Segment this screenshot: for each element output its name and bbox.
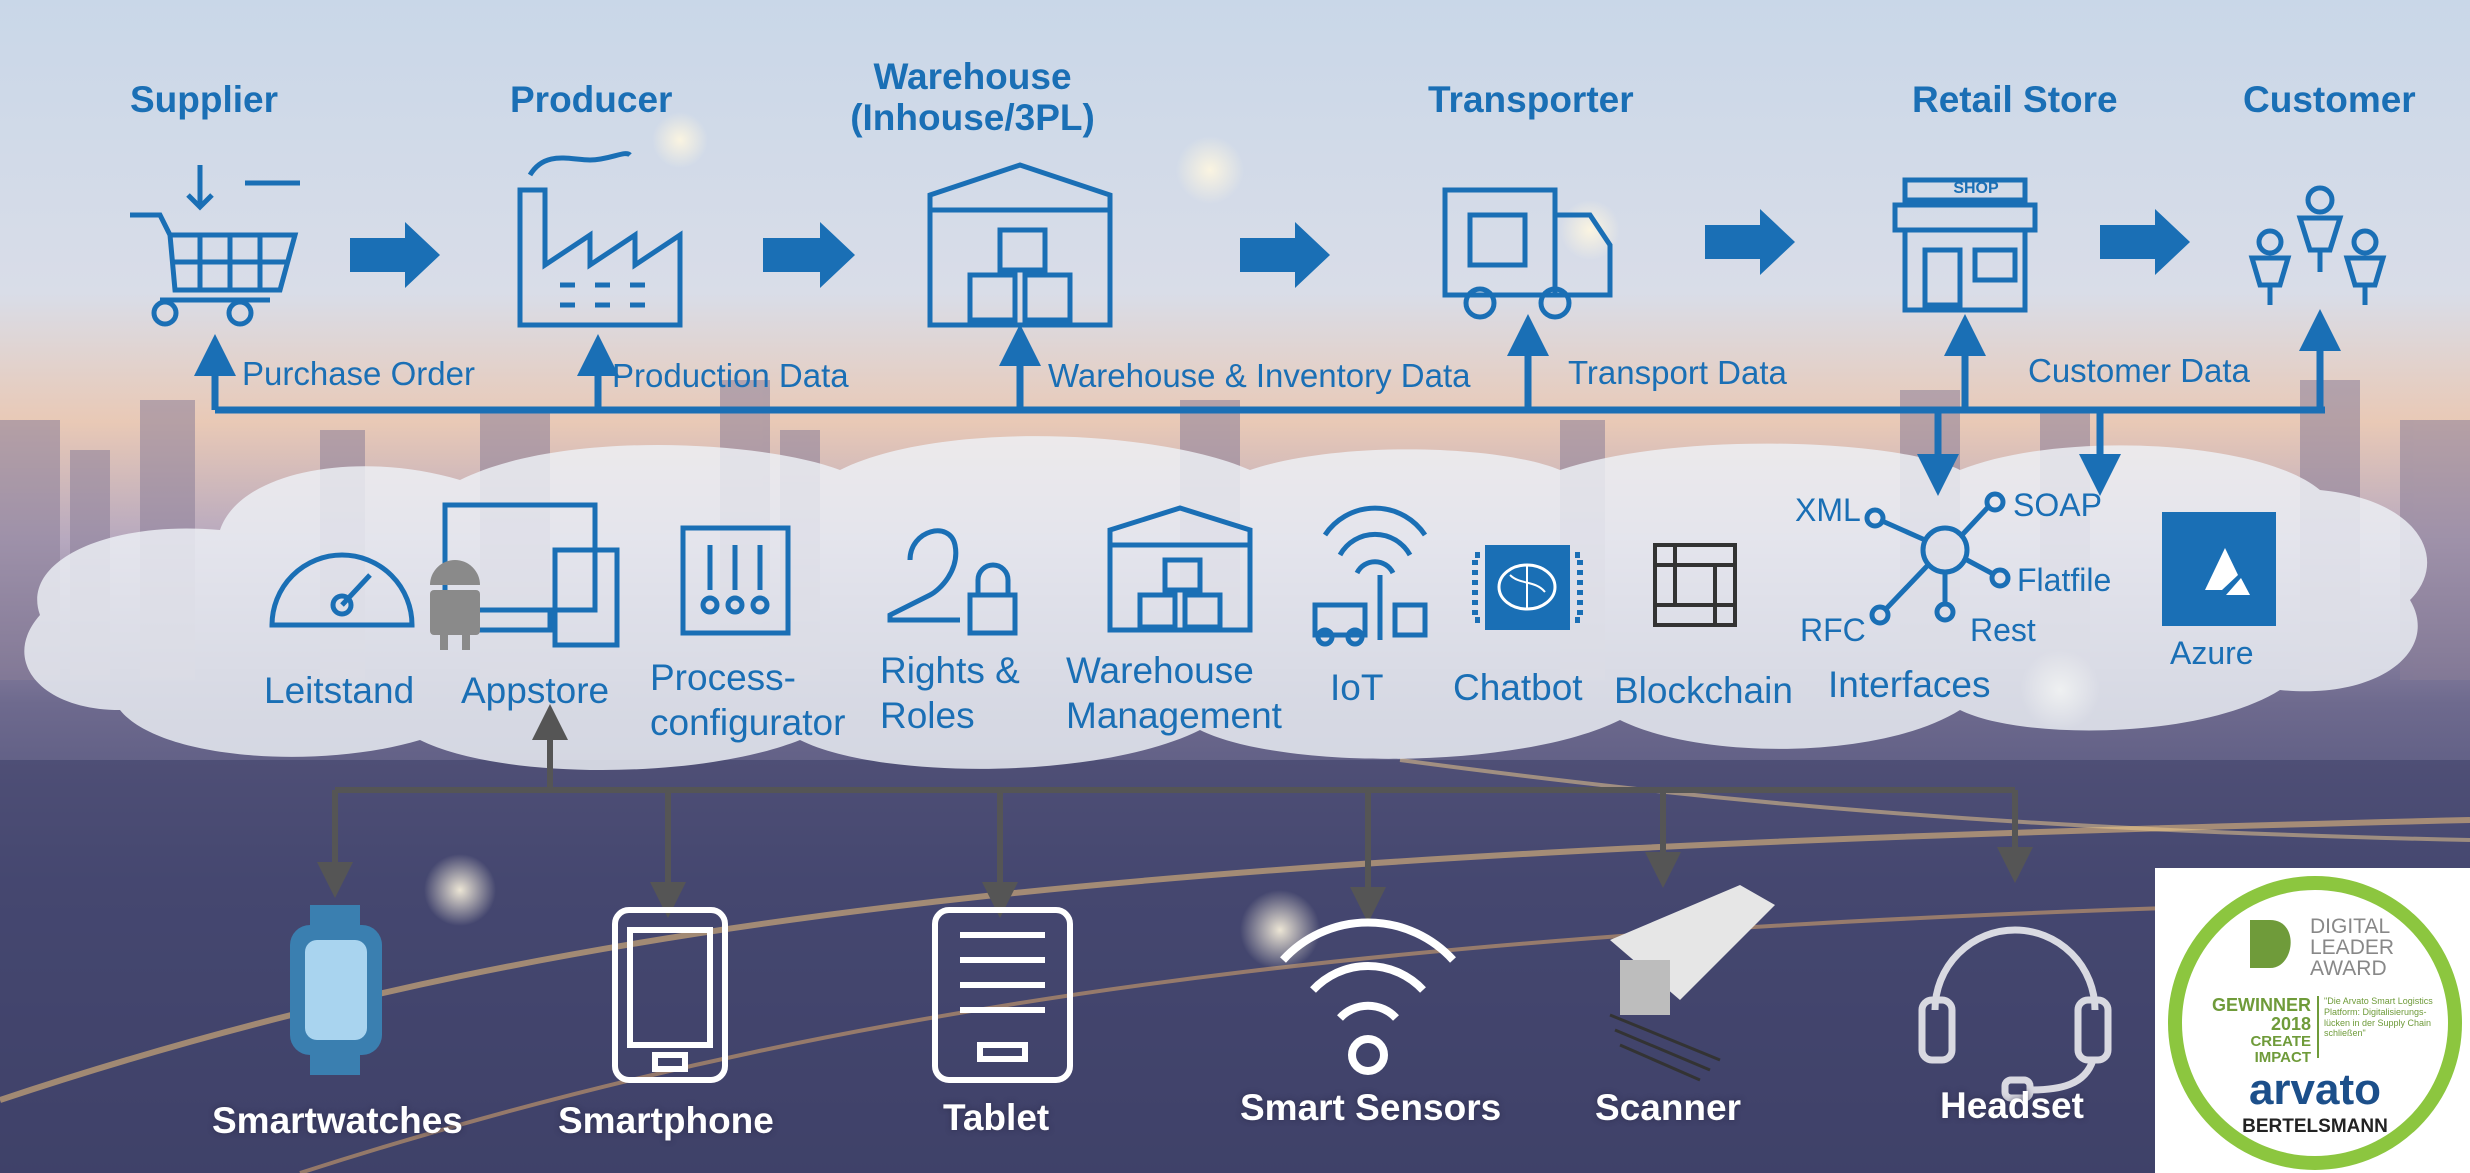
- flow-production-data: Production Data: [612, 357, 849, 394]
- award-logo-icon: [2250, 920, 2291, 968]
- cart-icon: [130, 165, 300, 327]
- sliders-icon: [680, 525, 791, 636]
- module-leitstand-label: Leitstand: [264, 670, 415, 711]
- gauge-icon: [269, 552, 415, 628]
- award-title-line: LEADER: [2310, 936, 2395, 959]
- arrow-warehouse-transporter: [1240, 222, 1330, 288]
- device-headset-label: Headset: [1940, 1085, 2084, 1126]
- stage-supplier-label: Supplier: [130, 79, 279, 120]
- device-smartwatches-label: Smartwatches: [212, 1100, 463, 1141]
- module-blockchain-label: Blockchain: [1614, 670, 1793, 711]
- azure-icon: [2162, 512, 2276, 626]
- data-bus: [194, 309, 2341, 496]
- device-tablet-label: Tablet: [943, 1097, 1050, 1138]
- interface-soap-label: SOAP: [2013, 487, 2102, 523]
- module-warehouse-management-label: Warehouse Management: [1066, 650, 1282, 737]
- android-icon: [430, 560, 480, 650]
- stage-warehouse-label: Warehouse (Inhouse/3PL): [850, 56, 1095, 138]
- award-quote-text: "Die Arvato Smart Logistics Platform: Di…: [2317, 996, 2449, 1058]
- interface-rfc-label: RFC: [1800, 612, 1866, 648]
- award-year-text: 2018: [2270, 1013, 2311, 1034]
- award-title-line: DIGITAL: [2310, 915, 2391, 938]
- shop-icon: [1892, 177, 2038, 313]
- wifi-sensor-icon: [1280, 918, 1456, 1075]
- arrow-producer-warehouse: [763, 222, 855, 288]
- device-bus: [317, 704, 2033, 923]
- module-iot-label: IoT: [1330, 667, 1384, 708]
- module-chatbot-label: Chatbot: [1453, 667, 1583, 708]
- smartphone-icon: [612, 907, 728, 1083]
- headset-icon: [1918, 926, 2112, 1102]
- chip-brain-icon: [1472, 545, 1583, 630]
- award-brand-sub-text: BERTELSMANN: [2242, 1116, 2388, 1137]
- flow-arrows: [350, 209, 2190, 288]
- device-scanner-label: Scanner: [1595, 1087, 1742, 1128]
- flow-warehouse-inventory-data: Warehouse & Inventory Data: [1048, 357, 1471, 394]
- blockchain-icon: [1653, 543, 1737, 627]
- shop-sign-text: SHOP: [1953, 180, 1999, 197]
- tablet-icon: [932, 907, 1073, 1083]
- interface-flatfile-label: Flatfile: [2017, 562, 2112, 598]
- award-category-text: CREATE IMPACT: [2250, 1032, 2311, 1066]
- stage-retail-label: Retail Store: [1912, 79, 2118, 120]
- stage-customer-label: Customer: [2243, 79, 2416, 120]
- scanner-icon: [1609, 885, 1775, 1082]
- user-lock-icon: [887, 528, 1018, 636]
- interface-xml-label: XML: [1795, 492, 1861, 528]
- award-title-line: AWARD: [2310, 957, 2387, 980]
- truck-icon: [1442, 187, 1613, 320]
- iot-icon: [1312, 505, 1428, 647]
- customer-group-icon: [2248, 185, 2387, 305]
- flow-transport-data: Transport Data: [1568, 354, 1787, 391]
- digital-leader-award-badge: DIGITAL LEADER AWARD GEWINNER 2018 CREAT…: [2155, 868, 2470, 1173]
- module-appstore-label: Appstore: [461, 670, 610, 711]
- interface-rest-label: Rest: [1970, 612, 2036, 648]
- module-rights-roles-label: Rights & Roles: [880, 650, 1020, 737]
- arrow-transporter-retail: [1705, 209, 1795, 275]
- factory-icon: [517, 151, 683, 328]
- stage-transporter-label: Transporter: [1428, 79, 1634, 120]
- smartwatch-icon: [290, 905, 382, 1075]
- arrow-retail-customer: [2100, 209, 2190, 275]
- interfaces-hub-icon: [1864, 491, 2011, 626]
- warehouse-management-icon: [1107, 505, 1253, 633]
- device-smartphone-label: Smartphone: [558, 1100, 774, 1141]
- award-winner-text: GEWINNER: [2212, 995, 2311, 1015]
- warehouse-icon: [927, 162, 1113, 328]
- module-processconfigurator-label: Process- configurator: [650, 657, 846, 744]
- arrow-supplier-producer: [350, 222, 440, 288]
- module-azure-label: Azure: [2170, 635, 2254, 671]
- flow-customer-data: Customer Data: [2028, 352, 2250, 389]
- flow-purchase-order: Purchase Order: [242, 355, 475, 392]
- device-smart-sensors-label: Smart Sensors: [1240, 1087, 1502, 1128]
- award-brand-text: arvato: [2248, 1065, 2382, 1114]
- module-interfaces-label: Interfaces: [1828, 664, 1991, 705]
- stage-producer-label: Producer: [510, 79, 673, 120]
